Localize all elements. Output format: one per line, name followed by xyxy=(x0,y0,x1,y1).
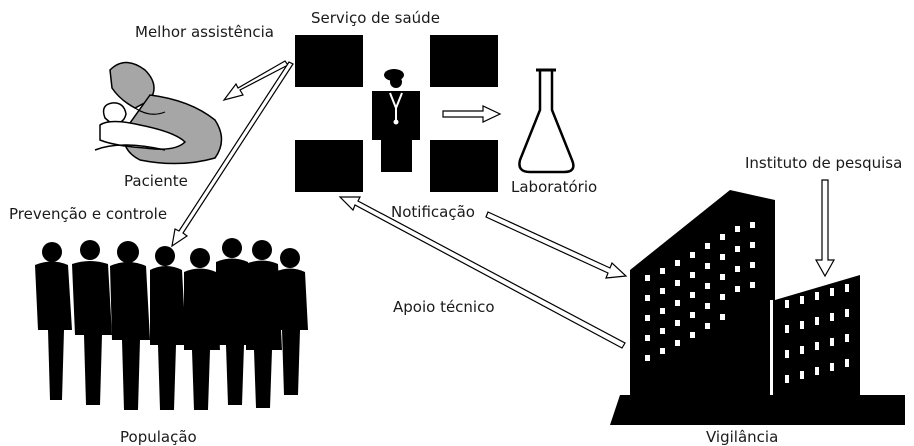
label-surveillance: Vigilância xyxy=(706,428,779,446)
label-better-care: Melhor assistência xyxy=(135,23,274,41)
service-square-bottom-right xyxy=(430,140,498,192)
population-icon xyxy=(35,238,308,410)
label-health-service: Serviço de saúde xyxy=(311,9,440,27)
label-population: População xyxy=(120,428,197,446)
person-silhouette xyxy=(184,248,220,410)
label-research-institute: Instituto de pesquisa xyxy=(745,154,903,172)
person-silhouette xyxy=(275,248,308,395)
label-technical-support: Apoio técnico xyxy=(393,298,495,316)
service-square-bottom-left xyxy=(295,140,363,192)
label-prevention-control: Prevenção e controle xyxy=(9,205,168,223)
arrow-service-to-lab xyxy=(442,105,502,123)
person-silhouette xyxy=(150,246,186,410)
person-silhouette xyxy=(246,240,282,408)
arrow-service-to-patient xyxy=(222,60,289,102)
arrow-institute-to-building xyxy=(814,179,836,278)
person-silhouette xyxy=(35,242,72,400)
person-silhouette xyxy=(216,238,254,405)
health-service-icon xyxy=(295,35,498,192)
label-patient: Paciente xyxy=(124,172,188,190)
surveillance-building-icon xyxy=(610,190,905,425)
label-laboratory: Laboratório xyxy=(511,178,598,196)
arrow-service-to-population xyxy=(171,61,294,248)
flask-icon xyxy=(518,68,575,174)
arrow-technical-support xyxy=(338,196,626,349)
person-silhouette xyxy=(110,241,150,410)
service-square-top-left xyxy=(295,35,363,87)
service-square-top-right xyxy=(430,35,498,87)
patient-icon xyxy=(94,61,223,165)
arrow-notification xyxy=(485,211,628,279)
label-notification: Notificação xyxy=(391,203,475,221)
doctor-icon xyxy=(372,69,420,172)
person-silhouette xyxy=(72,240,112,405)
building-windows xyxy=(645,222,849,395)
